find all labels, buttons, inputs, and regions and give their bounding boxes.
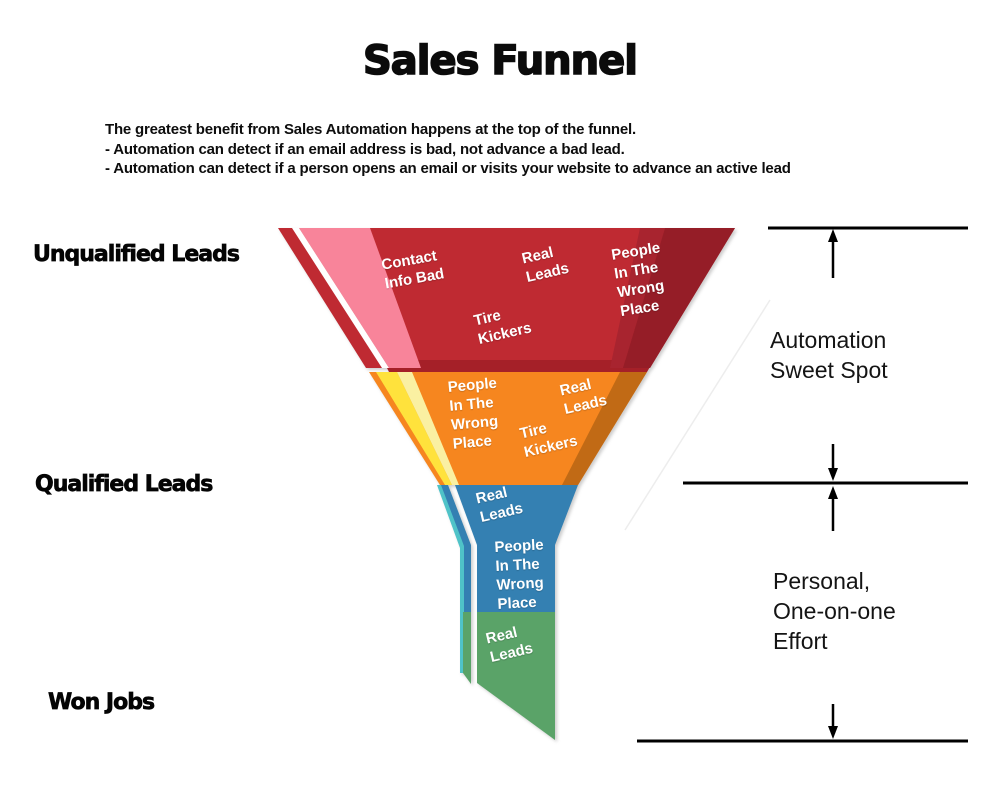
funnel-red-mid-stripe [610,228,665,368]
funnel-pink-stripe [299,228,421,368]
funnel-yellow-stripe [376,372,452,485]
description-line-2: - Automation can detect if an email addr… [105,140,625,158]
stage-label-qualified-leads: Qualified Leads [35,472,214,498]
page-title: Sales Funnel [362,37,639,85]
arrow-bottom-down-head [828,726,838,739]
arrow-middle-up [828,486,838,531]
blue-label-people-wrong-place: People In The Wrong Place [494,536,545,613]
annotation-automation-sweet-spot: Automation Sweet Spot [770,327,888,383]
stage-label-unqualified-leads: Unqualified Leads [33,242,241,268]
description-line-3: - Automation can detect if a person open… [105,160,791,177]
arrow-top-up [828,229,838,278]
arrow-middle-down [828,444,838,481]
arrow-bottom-down [828,704,838,739]
orange-label-people-wrong-place: People In The Wrong Place [447,374,499,453]
arrow-middle-down-head [828,468,838,481]
funnel-blue-body [455,485,578,612]
funnel-orange-dark-stripe [562,372,647,485]
funnel-red-white-gap [292,228,389,368]
funnel-teal-edge-line [437,485,464,673]
arrow-top-up-head [828,229,838,242]
faint-reflection-line [624,299,771,531]
funnel-red-dark-stripe [623,228,735,368]
arrow-middle-up-head [828,486,838,499]
annotation-personal-effort: Personal, One-on-one Effort [773,568,896,654]
description-line-1: The greatest benefit from Sales Automati… [105,121,636,138]
funnel-pale-yellow-stripe [397,372,459,485]
stage-label-won-jobs: Won Jobs [48,690,156,716]
funnel-green-body [477,612,555,740]
funnel-shape-group [278,228,735,740]
funnel-red-bottom-band [383,360,654,372]
description-block: The greatest benefit from Sales Automati… [105,120,905,179]
funnel-green-left-strip [463,612,471,684]
